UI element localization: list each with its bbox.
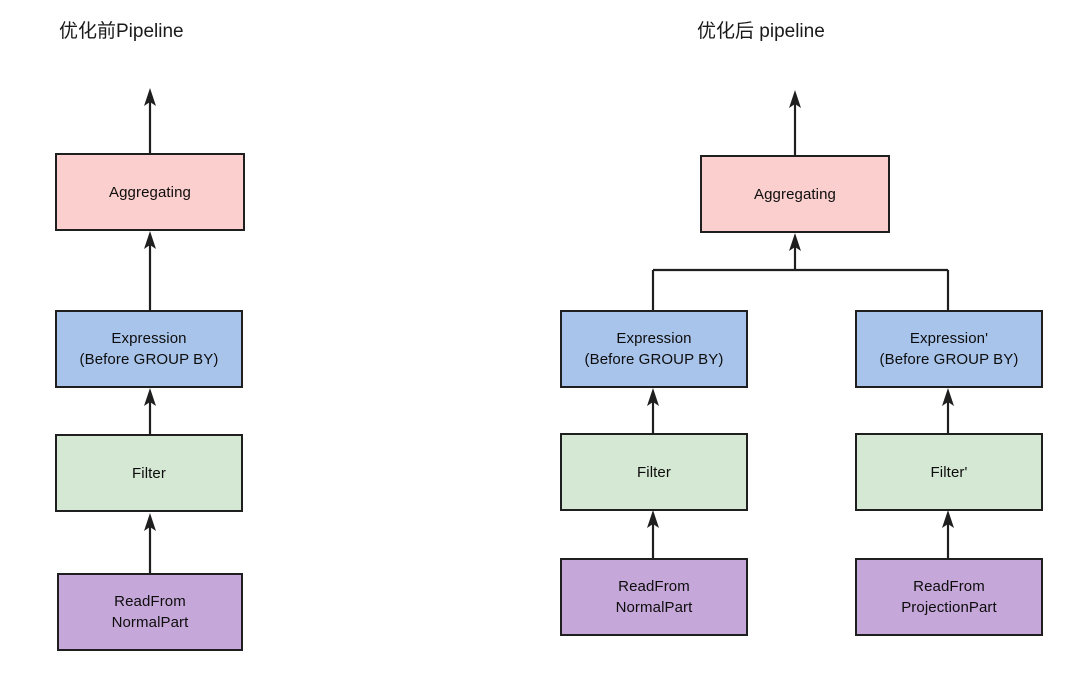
node-after-readfrom-right-label: ReadFrom ProjectionPart	[901, 578, 997, 616]
edge-after-merge-to-aggregating	[651, 233, 950, 310]
diagram-title-after: 优化后 pipeline	[697, 21, 825, 42]
diagram-title-before: 优化前Pipeline	[59, 21, 184, 42]
node-after-readfrom-left-label: ReadFrom NormalPart	[615, 578, 693, 616]
node-after-readfrom-left[interactable]: ReadFrom NormalPart	[560, 558, 748, 636]
node-before-aggregating-label: Aggregating	[109, 183, 191, 201]
node-after-readfrom-right[interactable]: ReadFrom ProjectionPart	[855, 558, 1043, 636]
edge-after-filter-left-to-expression-left	[647, 388, 659, 433]
node-before-readfrom-label: ReadFrom NormalPart	[111, 593, 189, 631]
edge-after-aggregating-output	[789, 90, 801, 155]
edge-before-expression-to-aggregating	[144, 231, 156, 310]
node-after-filter-right-label: Filter'	[930, 463, 968, 481]
node-after-filter-right[interactable]: Filter'	[855, 433, 1043, 511]
node-before-readfrom[interactable]: ReadFrom NormalPart	[57, 573, 243, 651]
node-after-aggregating-label: Aggregating	[754, 185, 836, 203]
edge-before-aggregating-output	[144, 88, 156, 153]
node-after-filter-left[interactable]: Filter	[560, 433, 748, 511]
node-before-expression[interactable]: Expression (Before GROUP BY)	[55, 310, 243, 388]
edge-after-readfrom-left-to-filter-left	[647, 510, 659, 558]
edge-before-filter-to-expression	[144, 388, 156, 434]
node-after-expression-right-label: Expression' (Before GROUP BY)	[879, 330, 1019, 368]
node-after-filter-left-label: Filter	[637, 463, 671, 481]
node-after-expression-left[interactable]: Expression (Before GROUP BY)	[560, 310, 748, 388]
edge-after-readfrom-right-to-filter-right	[942, 510, 954, 558]
node-after-aggregating[interactable]: Aggregating	[700, 155, 890, 233]
node-after-expression-left-label: Expression (Before GROUP BY)	[584, 330, 724, 368]
node-before-filter-label: Filter	[132, 464, 166, 482]
edge-after-filter-right-to-expression-right	[942, 388, 954, 433]
node-after-expression-right[interactable]: Expression' (Before GROUP BY)	[855, 310, 1043, 388]
node-before-expression-label: Expression (Before GROUP BY)	[79, 330, 219, 368]
node-before-aggregating[interactable]: Aggregating	[55, 153, 245, 231]
edge-before-readfrom-to-filter	[144, 513, 156, 573]
node-before-filter[interactable]: Filter	[55, 434, 243, 512]
